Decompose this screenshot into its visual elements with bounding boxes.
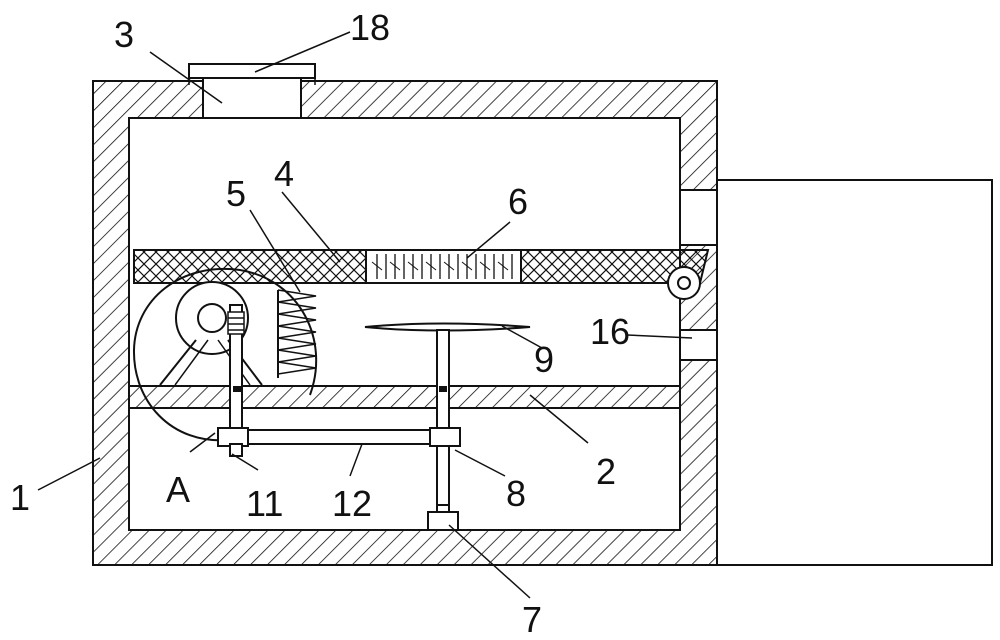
label-12: 12	[332, 483, 372, 524]
inlet	[188, 63, 316, 119]
stirring-blade	[364, 322, 531, 506]
label-11: 11	[246, 483, 283, 524]
partition-plate	[128, 385, 681, 409]
label-A: A	[166, 469, 190, 510]
labels: 3 18 4 5 6 9 16 2 8 12 11 A 1 7	[10, 7, 630, 640]
label-2: 2	[596, 451, 616, 492]
label-18: 18	[350, 7, 390, 48]
housing	[92, 80, 718, 566]
label-8: 8	[506, 473, 526, 514]
screen-plate	[133, 249, 710, 284]
label-9: 9	[534, 339, 554, 380]
label-7: 7	[522, 599, 542, 640]
label-3: 3	[114, 14, 134, 55]
spring	[277, 289, 317, 375]
mesh-section	[365, 249, 522, 284]
label-16: 16	[590, 311, 630, 352]
label-1: 1	[10, 477, 30, 518]
roller	[667, 266, 701, 300]
belt-drive	[217, 427, 461, 457]
leader-lines	[37, 31, 693, 599]
label-4: 4	[274, 153, 294, 194]
wall-openings	[679, 189, 718, 361]
label-5: 5	[226, 173, 246, 214]
label-6: 6	[508, 181, 528, 222]
side-box	[716, 179, 993, 566]
